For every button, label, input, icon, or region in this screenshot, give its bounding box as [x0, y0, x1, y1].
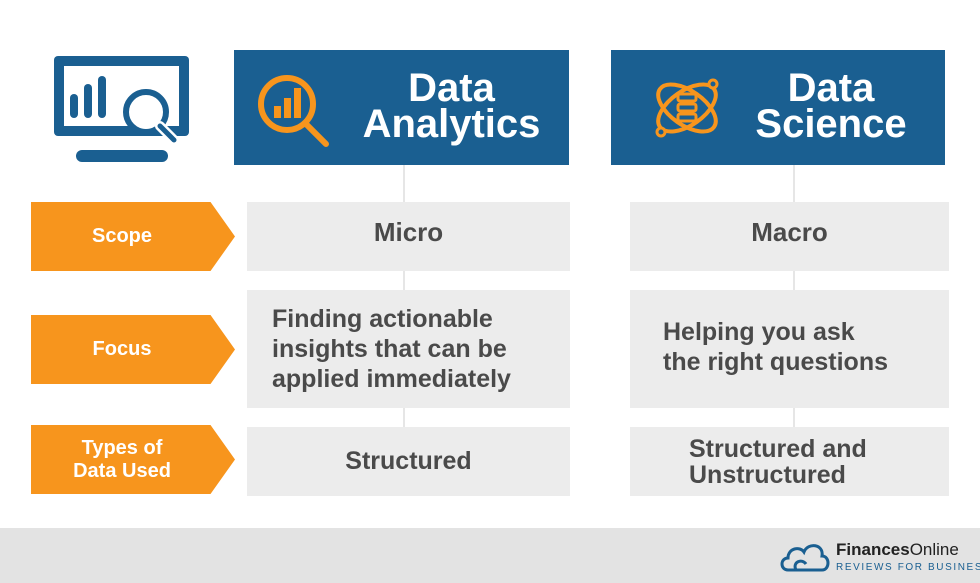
title-line-1: Data — [787, 66, 875, 110]
monitor-analytics-icon — [52, 54, 192, 166]
row-label-scope: Scope — [31, 202, 235, 271]
science-types-cell: Structured and Unstructured — [630, 427, 949, 496]
row-label-focus: Focus — [31, 315, 235, 384]
brand-name-light: Online — [909, 540, 959, 559]
data-analytics-title: Data Analytics — [344, 66, 559, 146]
cell-text: Structured and Unstructured — [689, 434, 867, 489]
science-scope-cell: Macro — [630, 202, 949, 271]
cell-text: Structured — [345, 447, 472, 475]
title-line-2: Analytics — [362, 102, 541, 146]
footer-bar — [0, 528, 980, 583]
cell-text: Macro — [751, 217, 828, 247]
label-text: Focus — [92, 338, 152, 360]
cell-text: Finding actionable insights that can be … — [272, 305, 511, 393]
analytics-focus-cell: Finding actionable insights that can be … — [247, 290, 570, 408]
row-label-types-of-data: Types of Data Used — [31, 425, 235, 494]
cell-text: Helping you ask the right questions — [663, 318, 888, 376]
analytics-types-cell: Structured — [247, 427, 570, 496]
analytics-scope-cell: Micro — [247, 202, 570, 271]
brand-name-bold: Finances — [836, 540, 910, 559]
title-line-1: Data — [408, 66, 495, 110]
cell-text: Micro — [373, 217, 444, 247]
cloud-icon — [780, 540, 830, 579]
atom-database-icon — [651, 72, 723, 149]
brand-tagline: REVIEWS FOR BUSINESS — [836, 562, 980, 573]
label-text: Types of Data Used — [73, 436, 171, 482]
magnifier-bar-chart-icon — [254, 72, 334, 157]
label-text: Scope — [91, 225, 153, 247]
data-analytics-header: Data Analytics — [234, 50, 569, 165]
data-science-title: Data Science — [731, 66, 931, 146]
science-focus-cell: Helping you ask the right questions — [630, 290, 949, 408]
brand-name: FinancesOnline — [836, 540, 959, 560]
finances-online-logo[interactable]: FinancesOnline REVIEWS FOR BUSINESS — [780, 538, 980, 579]
title-line-2: Science — [755, 102, 907, 146]
data-science-header: Data Science — [611, 50, 945, 165]
